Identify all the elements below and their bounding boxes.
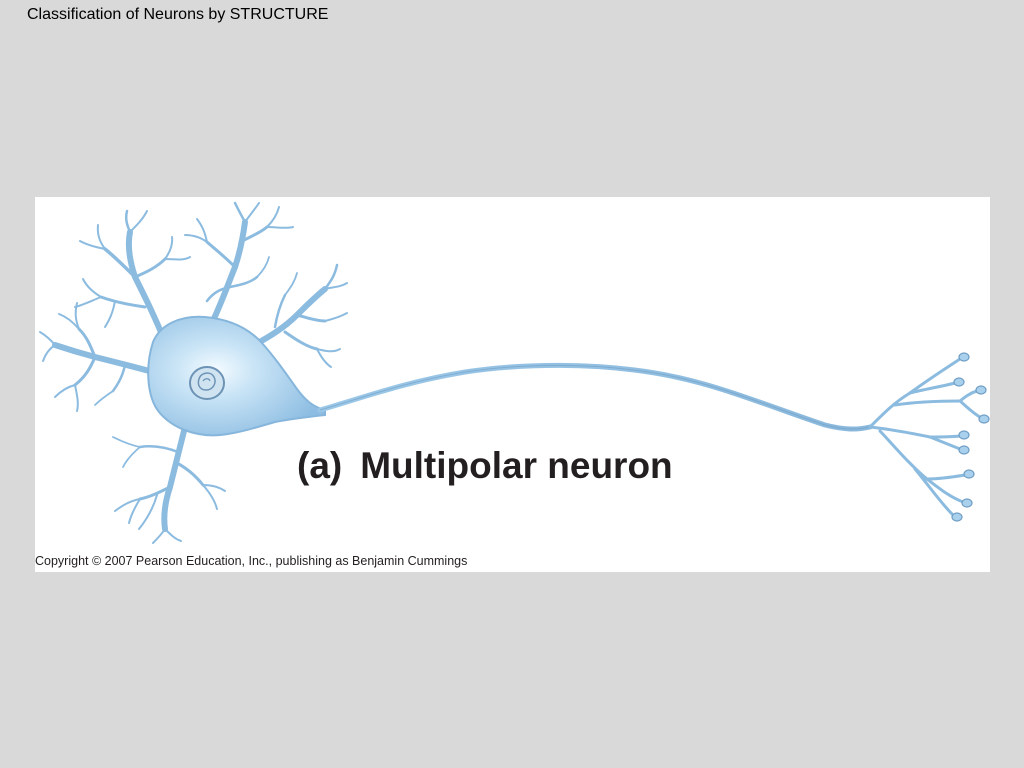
dendrites: [39, 201, 348, 544]
nucleolus: [197, 372, 216, 391]
slide-title: Classification of Neurons by STRUCTURE: [27, 6, 329, 23]
cell-body: [147, 315, 326, 437]
figure-caption-text: Multipolar neuron: [360, 445, 673, 486]
multipolar-neuron-illustration: [39, 201, 990, 544]
figure-label: (a): [297, 445, 343, 486]
copyright-notice: Copyright © 2007 Pearson Education, Inc.…: [35, 554, 468, 568]
figure-panel: (a) Multipolar neuron Copyright © 2007 Pe…: [35, 197, 990, 572]
synaptic-knobs: [951, 352, 990, 522]
nucleus: [189, 366, 225, 400]
axon: [317, 362, 873, 432]
figure-caption: (a) Multipolar neuron: [297, 445, 673, 487]
axon-terminals: [868, 357, 982, 517]
